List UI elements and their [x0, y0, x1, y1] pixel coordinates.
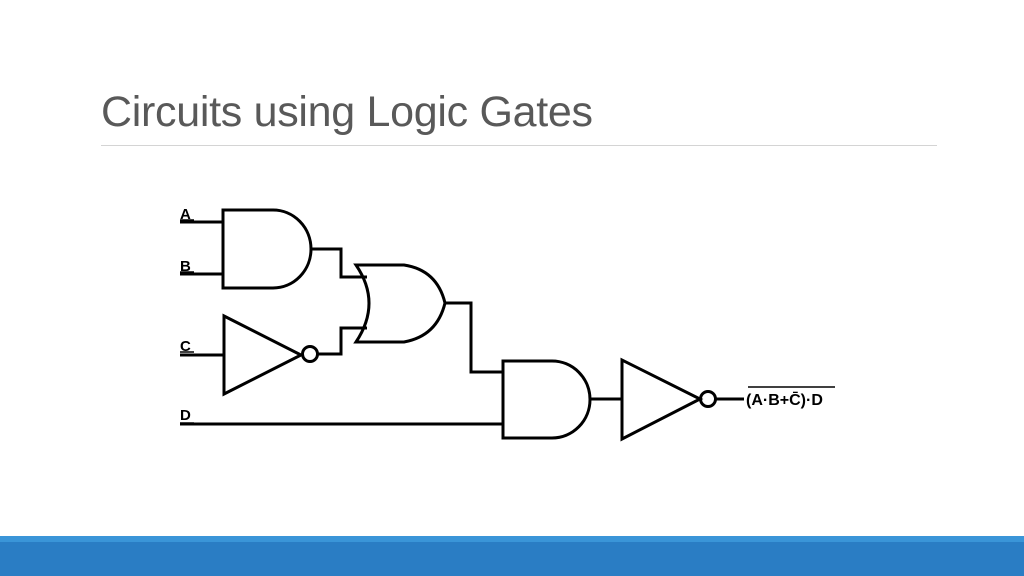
input-label-a: A [180, 206, 191, 223]
not-gate-c-bubble [301, 345, 319, 363]
or-gate [353, 263, 447, 344]
not-gate-final [620, 357, 704, 442]
wire-or-to-and2 [445, 301, 503, 374]
and-gate-final [501, 359, 592, 440]
and-gate-ab [221, 208, 313, 290]
wire-and1-to-or [311, 247, 367, 279]
slide-title: Circuits using Logic Gates [101, 88, 593, 136]
input-label-c: C [180, 338, 191, 355]
footer-band [0, 536, 1024, 576]
not-gate-c [222, 313, 305, 397]
title-divider [101, 145, 937, 146]
not-gate-final-bubble [699, 390, 717, 408]
output-expression: (A·B+C̄)·D [746, 390, 823, 409]
input-label-b: B [180, 258, 191, 275]
footer-band-accent [0, 536, 1024, 542]
wire-notc-to-or [318, 326, 367, 356]
input-label-d: D [180, 407, 191, 424]
